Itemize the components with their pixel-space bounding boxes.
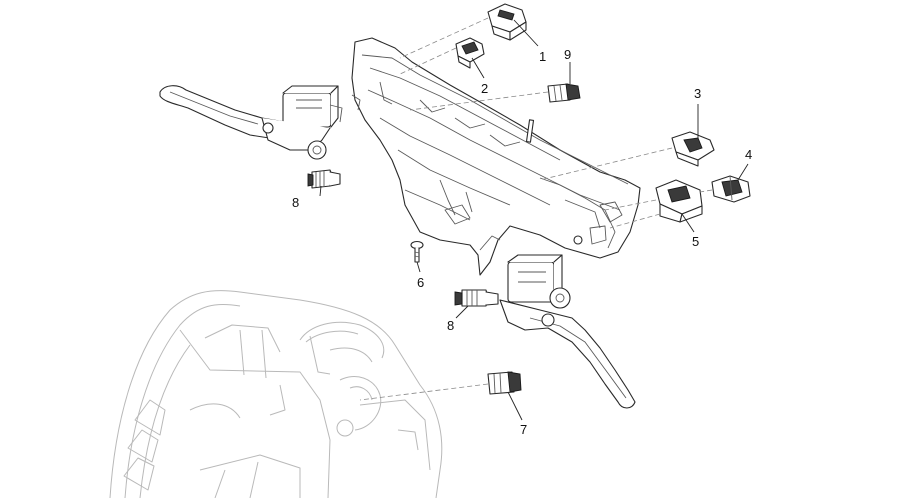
callout-8-right: 8 bbox=[447, 318, 454, 333]
switch-part-1 bbox=[487, 3, 527, 41]
switch-part-9 bbox=[547, 83, 581, 103]
right-brake-lever-assembly bbox=[499, 254, 636, 409]
stop-light-switch-right bbox=[454, 289, 499, 307]
front-body-housing bbox=[109, 290, 443, 498]
switch-part-2 bbox=[455, 37, 485, 69]
screw-part-6 bbox=[410, 240, 424, 263]
left-brake-lever-assembly bbox=[159, 85, 343, 160]
socket-part-7 bbox=[487, 371, 522, 395]
stop-light-switch-left bbox=[307, 169, 341, 189]
switch-part-3 bbox=[671, 131, 715, 167]
callout-2: 2 bbox=[481, 81, 488, 96]
callout-4: 4 bbox=[745, 147, 752, 162]
callout-3: 3 bbox=[694, 86, 701, 101]
callout-5: 5 bbox=[692, 234, 699, 249]
callout-8-left: 8 bbox=[292, 195, 299, 210]
handlebar-cover bbox=[351, 37, 641, 276]
callout-7: 7 bbox=[520, 422, 527, 437]
callout-labels: 1 2 9 3 4 5 8 6 8 7 bbox=[292, 47, 752, 437]
callout-9: 9 bbox=[564, 47, 571, 62]
switch-part-5 bbox=[655, 179, 703, 223]
switch-part-4 bbox=[711, 175, 751, 203]
callout-1: 1 bbox=[539, 49, 546, 64]
callout-6: 6 bbox=[417, 275, 424, 290]
callout-leader-lines bbox=[319, 19, 749, 421]
assembly-dashed-lines bbox=[359, 17, 713, 401]
